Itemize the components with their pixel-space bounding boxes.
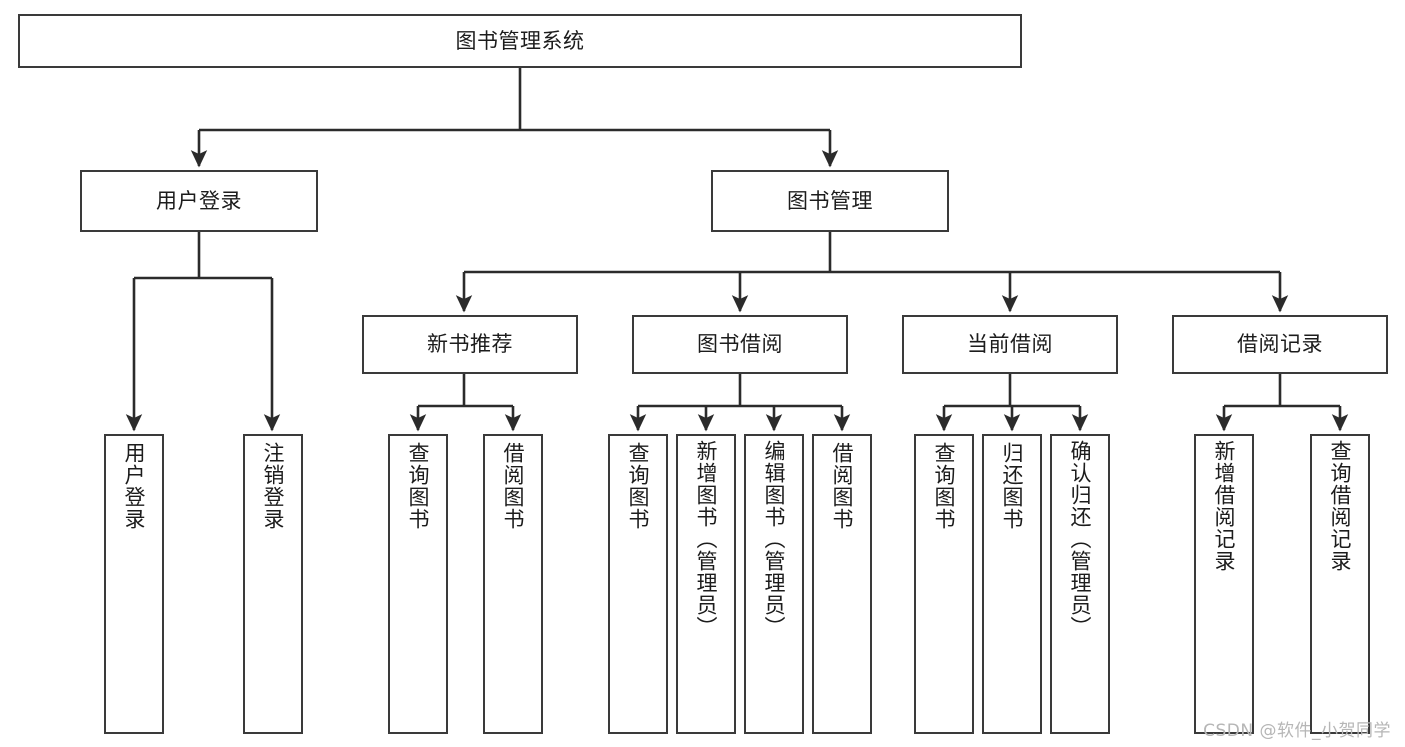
node-borrow-record[interactable]: 借阅记录 [1172, 315, 1388, 374]
leaf-edit-book-label: 编辑图书（管理员） [762, 440, 787, 638]
leaf-add-book-label: 新增图书（管理员） [694, 440, 719, 638]
leaf-user-login[interactable]: 用户登录 [104, 434, 164, 734]
leaf-borrow-book-2[interactable]: 借阅图书 [812, 434, 872, 734]
leaf-confirm-return[interactable]: 确认归还（管理员） [1050, 434, 1110, 734]
node-user-login-label: 用户登录 [156, 188, 242, 213]
leaf-add-record[interactable]: 新增借阅记录 [1194, 434, 1254, 734]
leaf-query-book-1-label: 查询图书 [406, 442, 431, 530]
leaf-user-login-label: 用户登录 [122, 442, 147, 530]
leaf-query-book-3[interactable]: 查询图书 [914, 434, 974, 734]
node-book-manage-label: 图书管理 [787, 188, 873, 213]
leaf-logout[interactable]: 注销登录 [243, 434, 303, 734]
leaf-return-book[interactable]: 归还图书 [982, 434, 1042, 734]
node-current-borrow[interactable]: 当前借阅 [902, 315, 1118, 374]
node-new-book-recommend-label: 新书推荐 [427, 332, 513, 357]
leaf-confirm-return-label: 确认归还（管理员） [1068, 440, 1093, 638]
node-book-borrow-label: 图书借阅 [697, 332, 783, 357]
node-current-borrow-label: 当前借阅 [967, 332, 1053, 357]
leaf-edit-book[interactable]: 编辑图书（管理员） [744, 434, 804, 734]
node-root-system[interactable]: 图书管理系统 [18, 14, 1022, 68]
leaf-borrow-book-1-label: 借阅图书 [501, 442, 526, 530]
leaf-add-record-label: 新增借阅记录 [1212, 440, 1237, 572]
leaf-return-book-label: 归还图书 [1000, 442, 1025, 530]
node-user-login[interactable]: 用户登录 [80, 170, 318, 232]
leaf-query-book-1[interactable]: 查询图书 [388, 434, 448, 734]
leaf-query-book-2[interactable]: 查询图书 [608, 434, 668, 734]
node-book-borrow[interactable]: 图书借阅 [632, 315, 848, 374]
leaf-logout-label: 注销登录 [261, 442, 286, 530]
leaf-borrow-book-1[interactable]: 借阅图书 [483, 434, 543, 734]
node-borrow-record-label: 借阅记录 [1237, 332, 1323, 357]
csdn-watermark: CSDN @软件_小贺同学 [1203, 721, 1391, 741]
leaf-query-record-label: 查询借阅记录 [1328, 440, 1353, 572]
node-root-system-label: 图书管理系统 [455, 28, 585, 53]
leaf-query-book-3-label: 查询图书 [932, 442, 957, 530]
leaf-query-record[interactable]: 查询借阅记录 [1310, 434, 1370, 734]
leaf-borrow-book-2-label: 借阅图书 [830, 442, 855, 530]
leaf-query-book-2-label: 查询图书 [626, 442, 651, 530]
leaf-add-book[interactable]: 新增图书（管理员） [676, 434, 736, 734]
node-new-book-recommend[interactable]: 新书推荐 [362, 315, 578, 374]
node-book-manage[interactable]: 图书管理 [711, 170, 949, 232]
